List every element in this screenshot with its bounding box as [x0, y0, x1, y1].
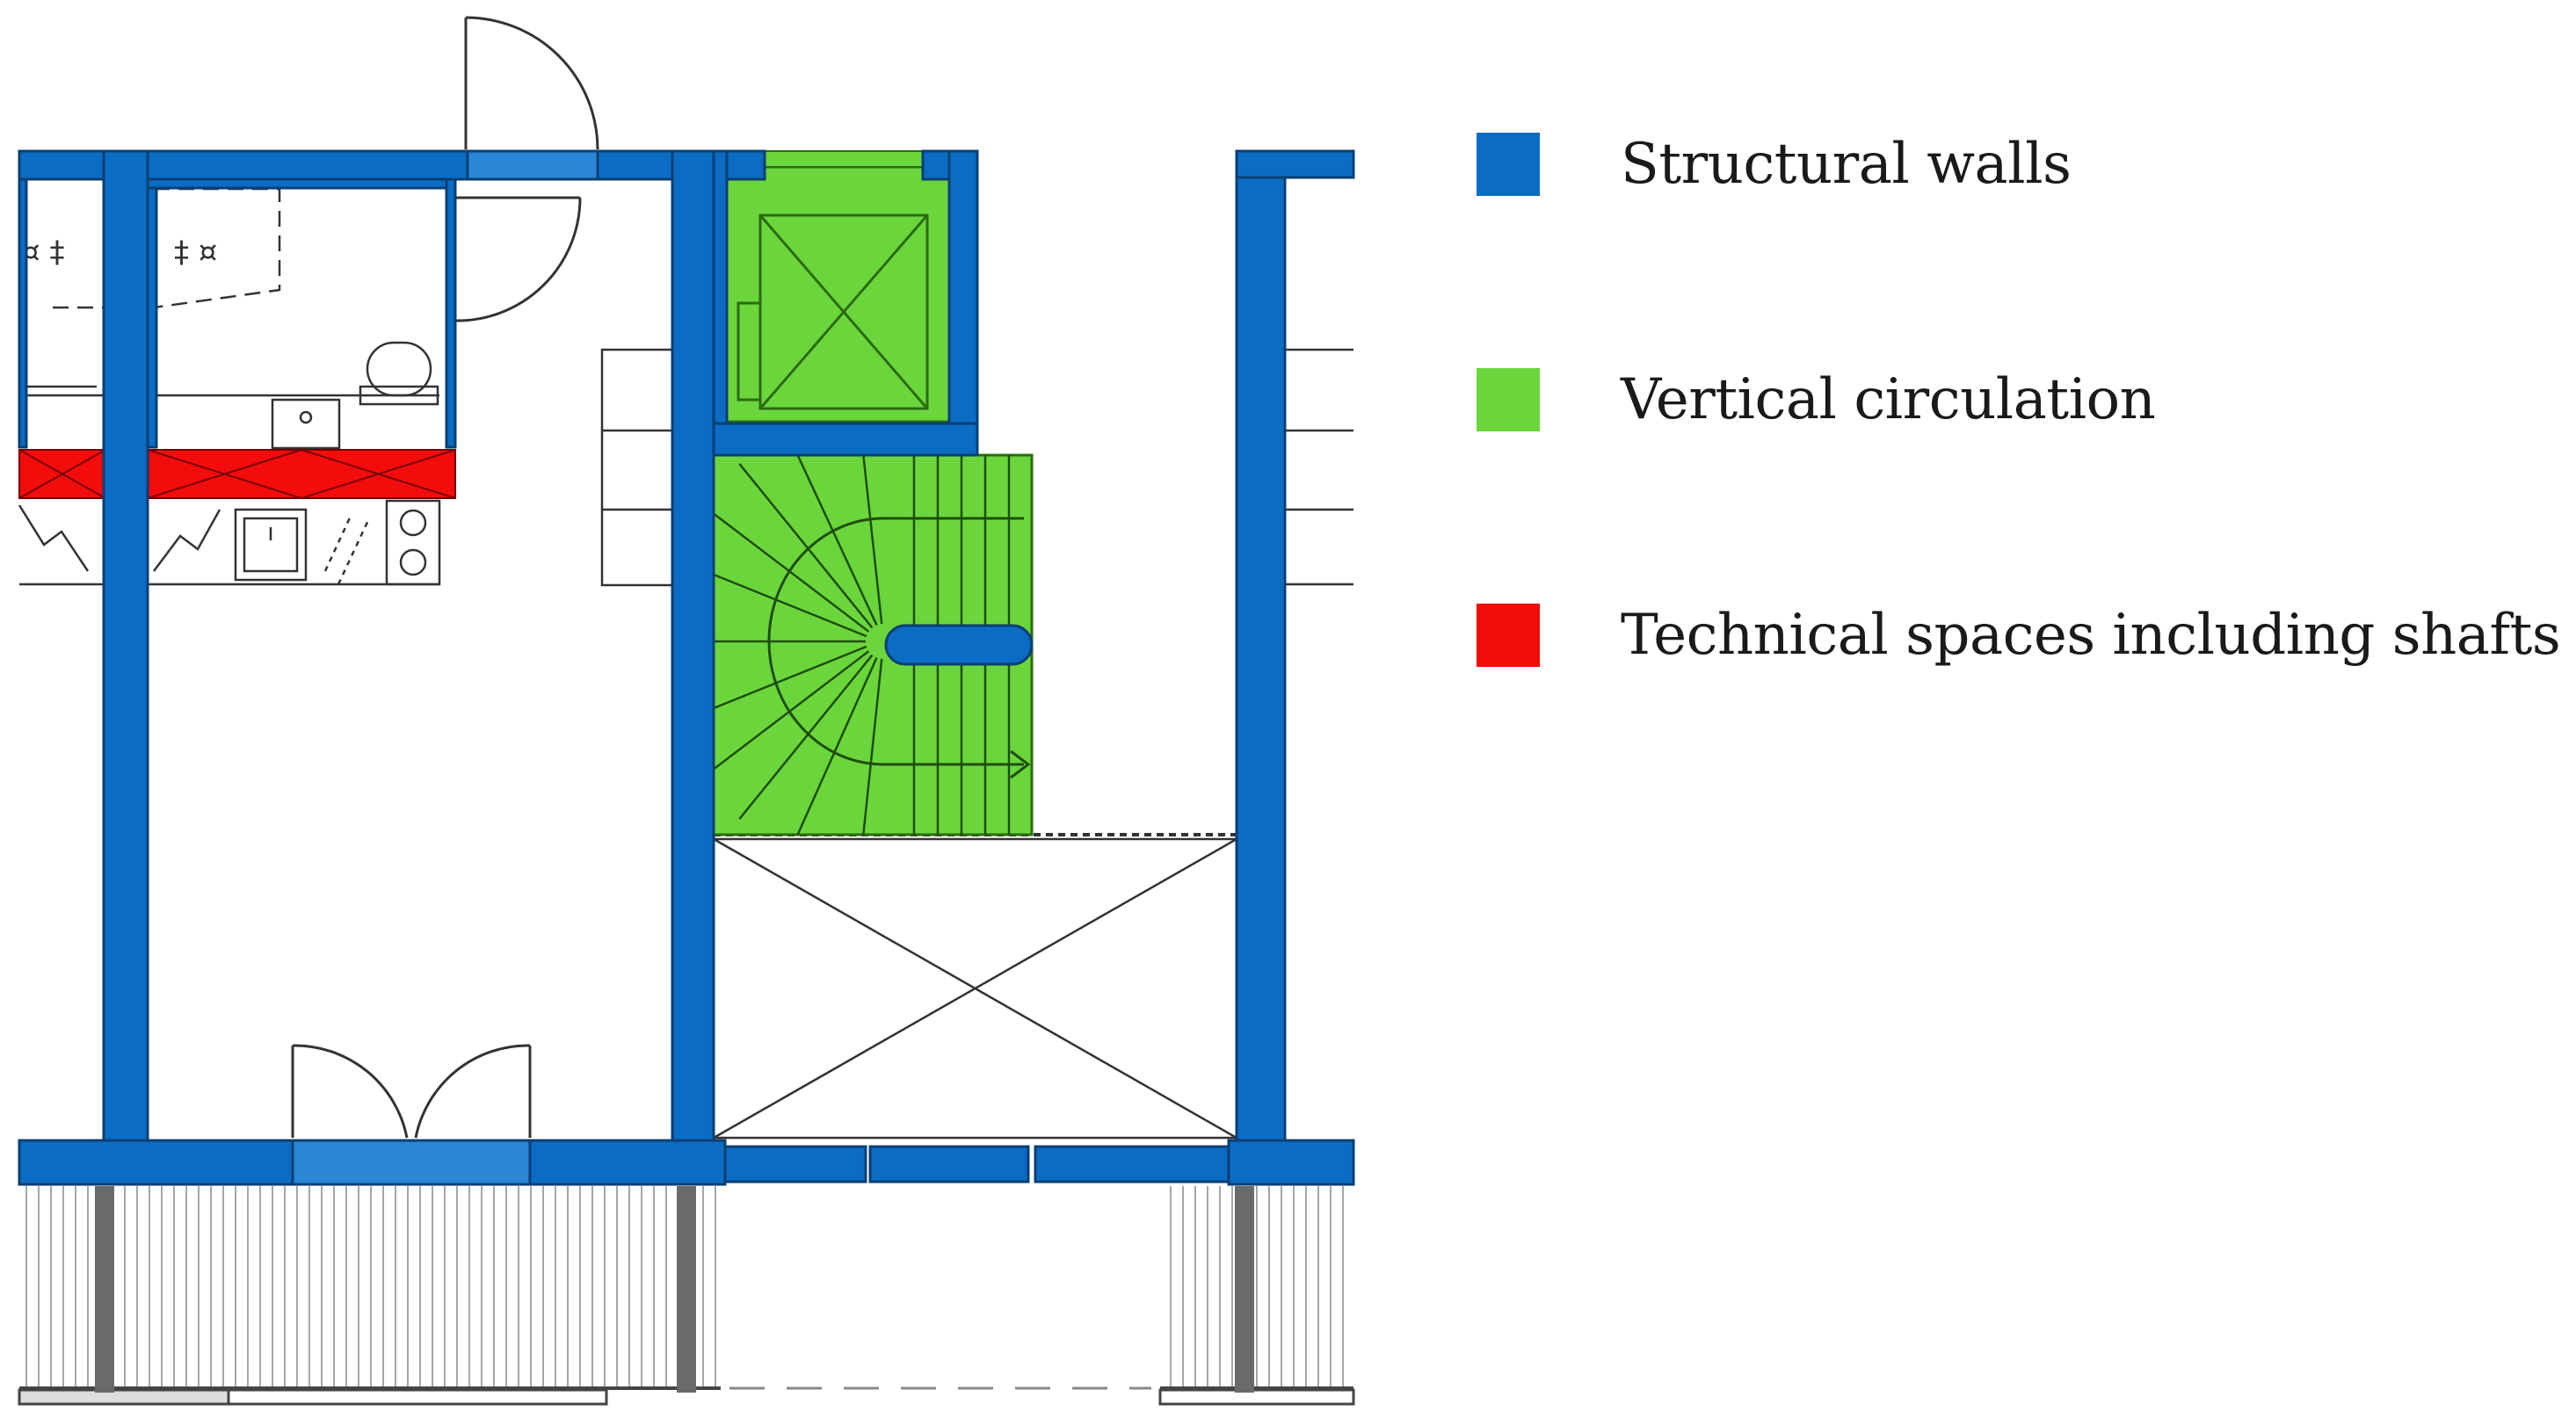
legend-label-technical: Technical spaces including shafts [1621, 603, 2561, 668]
legend-label-structural: Structural walls [1621, 132, 2072, 197]
svg-text:‡ ¤: ‡ ¤ [174, 235, 217, 270]
svg-text:¤ ‡: ¤ ‡ [21, 235, 64, 270]
legend-item-technical-spaces: Technical spaces including shafts [1477, 603, 2561, 668]
legend-item-structural-walls: Structural walls [1477, 132, 2072, 197]
support-posts [95, 1186, 1254, 1393]
void-opening [712, 833, 1238, 1140]
legend-item-vertical-circulation: Vertical circulation [1477, 367, 2156, 432]
legend-swatch-technical [1477, 604, 1540, 667]
floor-plan: ¤ ‡ ‡ ¤ [18, 16, 1355, 1406]
vertical-circulation [712, 150, 1034, 836]
legend-swatch-circulation [1477, 368, 1540, 431]
legend-swatch-structural [1477, 133, 1540, 196]
structural-walls [18, 149, 1355, 1186]
technical-shafts [18, 449, 456, 499]
legend-label-circulation: Vertical circulation [1621, 367, 2156, 432]
balcony-railing [18, 1186, 1355, 1406]
